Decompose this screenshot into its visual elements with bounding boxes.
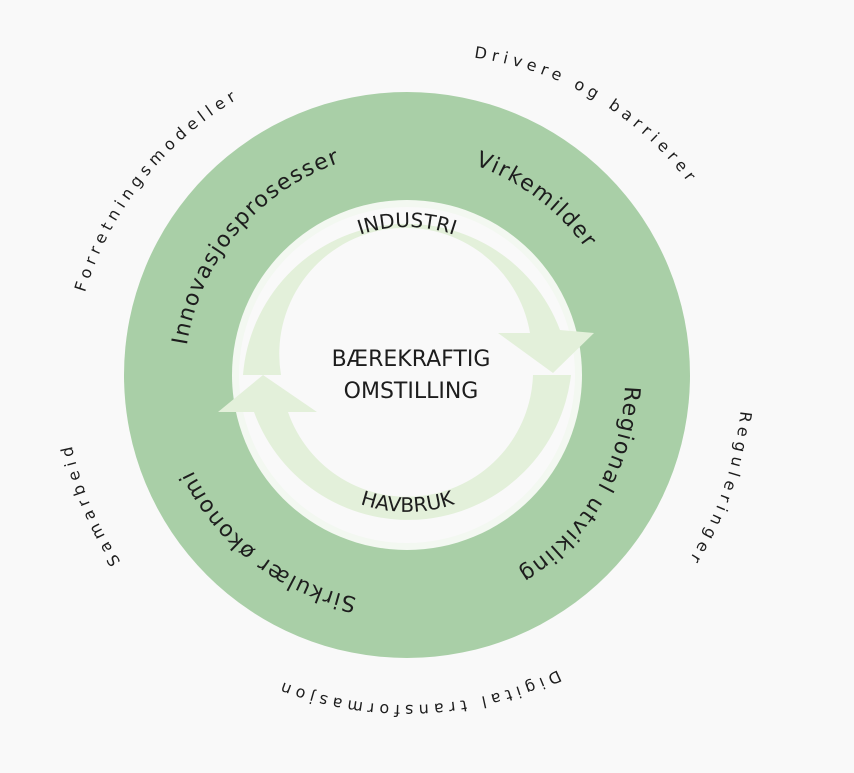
svg-text:Digital transformasjon: Digital transformasjon [273, 666, 564, 720]
center-title-line1: BÆREKRAFTIG [332, 347, 491, 372]
samarbeid-label: Samarbeid [56, 440, 119, 570]
bottom-cycle-arrow [218, 375, 571, 520]
svg-text:Samarbeid: Samarbeid [56, 440, 124, 570]
inner-disc [239, 207, 575, 543]
center-title-line2: OMSTILLING [344, 379, 479, 404]
reguleringer-label: Reguleringer [684, 410, 751, 570]
svg-text:Reguleringer: Reguleringer [684, 410, 756, 570]
top-cycle-arrow [243, 223, 594, 375]
digital-transformasjon-label: Digital transformasjon [273, 666, 559, 720]
